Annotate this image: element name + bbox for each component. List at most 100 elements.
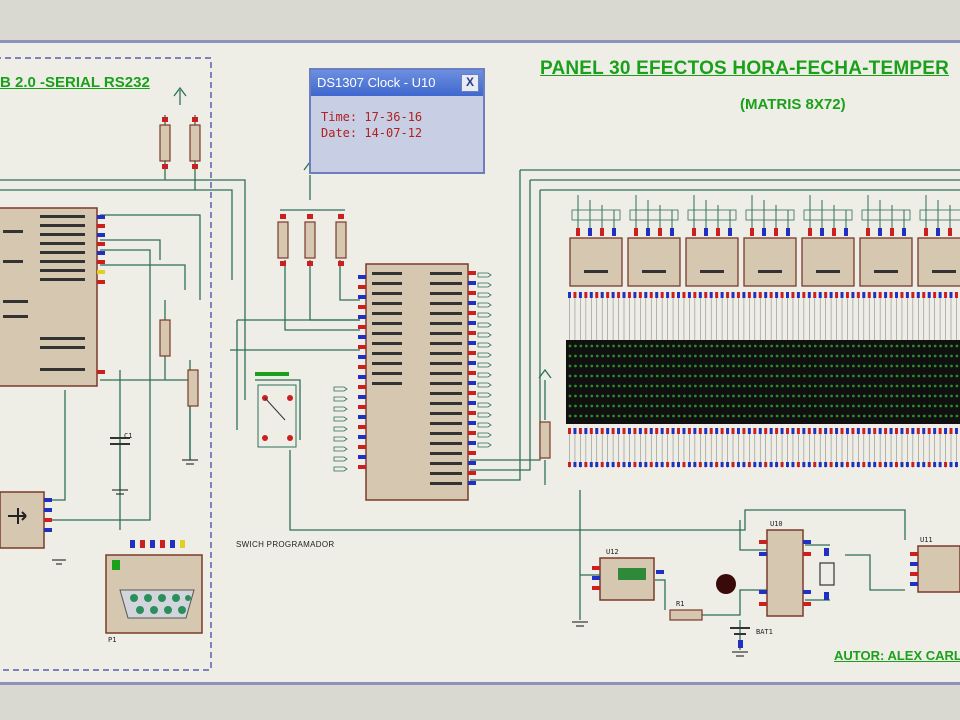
- clock-window-titlebar[interactable]: DS1307 Clock - U10 X: [311, 70, 483, 96]
- mcu-pin-text: [430, 332, 462, 335]
- rtc-pins: [759, 540, 811, 606]
- matrix-pin: [954, 428, 958, 434]
- led-dot: [770, 394, 774, 398]
- led-dot: [650, 414, 654, 418]
- led-dot: [911, 344, 915, 348]
- led-dot: [737, 364, 741, 368]
- matrix-pin: [638, 462, 642, 467]
- led-dot: [890, 394, 893, 398]
- mcu-pin: [468, 451, 476, 455]
- mcu-pin-text: [372, 292, 402, 295]
- led-dot: [606, 364, 610, 368]
- mcu-pin-text: [430, 472, 462, 475]
- led-dot: [639, 404, 643, 408]
- led-dot: [797, 414, 801, 418]
- close-icon[interactable]: X: [461, 74, 479, 92]
- led-dot: [606, 354, 610, 358]
- led-dot: [574, 394, 577, 398]
- matrix-pin: [736, 292, 740, 298]
- wires: [0, 90, 960, 650]
- led-dot: [950, 364, 953, 368]
- driver-pin: [728, 228, 732, 236]
- led-dot: [612, 374, 615, 378]
- driver-pin: [750, 228, 754, 236]
- led-dot: [797, 364, 801, 368]
- led-dot: [732, 354, 735, 358]
- matrix-pin: [677, 428, 680, 434]
- buzzer: [716, 574, 736, 594]
- matrix-pin: [791, 428, 795, 434]
- led-dot: [748, 414, 752, 418]
- led-dot: [955, 394, 959, 398]
- led-dot: [884, 364, 888, 368]
- matrix-pin: [775, 428, 779, 434]
- matrix-pin: [698, 462, 702, 467]
- matrix-pin: [944, 292, 948, 298]
- mcu-pin-text: [430, 432, 462, 435]
- led-dot: [655, 394, 659, 398]
- matrix-pin: [649, 292, 653, 298]
- led-dot: [590, 394, 594, 398]
- mcu-pin: [468, 421, 476, 425]
- led-dot: [781, 364, 784, 368]
- matrix-pin: [622, 462, 626, 467]
- matrix-pin: [764, 292, 768, 298]
- matrix-pin: [927, 292, 931, 298]
- led-dot: [873, 384, 877, 388]
- mcu-left-pin: [358, 345, 366, 349]
- led-dot: [677, 394, 681, 398]
- led-dot: [623, 414, 626, 418]
- matrix-pin: [829, 292, 833, 298]
- matrix-pin: [709, 292, 713, 298]
- led-dot: [704, 394, 708, 398]
- driver-pin: [588, 228, 592, 236]
- matrix-pin: [840, 462, 844, 467]
- led-dot: [830, 374, 833, 378]
- driver-bus: [687, 209, 737, 221]
- matrix-pin: [911, 292, 915, 298]
- driver-chip: [917, 237, 960, 287]
- matrix-pin: [666, 462, 670, 467]
- led-dot: [841, 354, 844, 358]
- matrix-pins-bottom: [568, 428, 958, 468]
- led-dot: [683, 394, 686, 398]
- led-dot: [841, 384, 844, 388]
- lcd-pins: [592, 566, 664, 590]
- led-dot: [579, 404, 583, 408]
- driver-chip: [743, 237, 797, 287]
- led-dot: [617, 404, 621, 408]
- led-dot: [721, 414, 724, 418]
- ground-symbols: [52, 459, 748, 657]
- led-dot: [590, 374, 594, 378]
- driver-pin: [786, 228, 790, 236]
- led-dot: [650, 364, 654, 368]
- driver-chip: [569, 237, 623, 287]
- matrix-pin: [578, 428, 582, 434]
- mcu-port-tag: [477, 412, 492, 418]
- led-dot: [792, 354, 795, 358]
- ds1307-clock-window[interactable]: DS1307 Clock - U10 X Time: 17-36-16 Date…: [309, 68, 485, 174]
- led-dot: [862, 394, 866, 398]
- matrix-pin: [944, 428, 948, 434]
- led-dot: [955, 374, 959, 378]
- driver-chip-label: [642, 270, 666, 273]
- led-dot: [644, 364, 648, 368]
- led-dot: [770, 414, 774, 418]
- led-dot: [699, 374, 703, 378]
- matrix-pin: [954, 292, 958, 298]
- led-dot: [906, 414, 910, 418]
- led-dot: [677, 414, 681, 418]
- led-dot: [846, 374, 850, 378]
- led-dot: [644, 404, 648, 408]
- led-dot: [704, 354, 708, 358]
- matrix-pin: [568, 462, 571, 467]
- led-dot: [683, 384, 686, 388]
- led-dot: [835, 414, 839, 418]
- led-dot: [944, 394, 948, 398]
- usb-mcu-chip: [0, 207, 98, 387]
- mcu-left-pin: [358, 335, 366, 339]
- led-dot: [819, 374, 823, 378]
- led-dot: [917, 394, 921, 398]
- mcu-left-pin: [358, 435, 366, 439]
- led-dot: [873, 354, 877, 358]
